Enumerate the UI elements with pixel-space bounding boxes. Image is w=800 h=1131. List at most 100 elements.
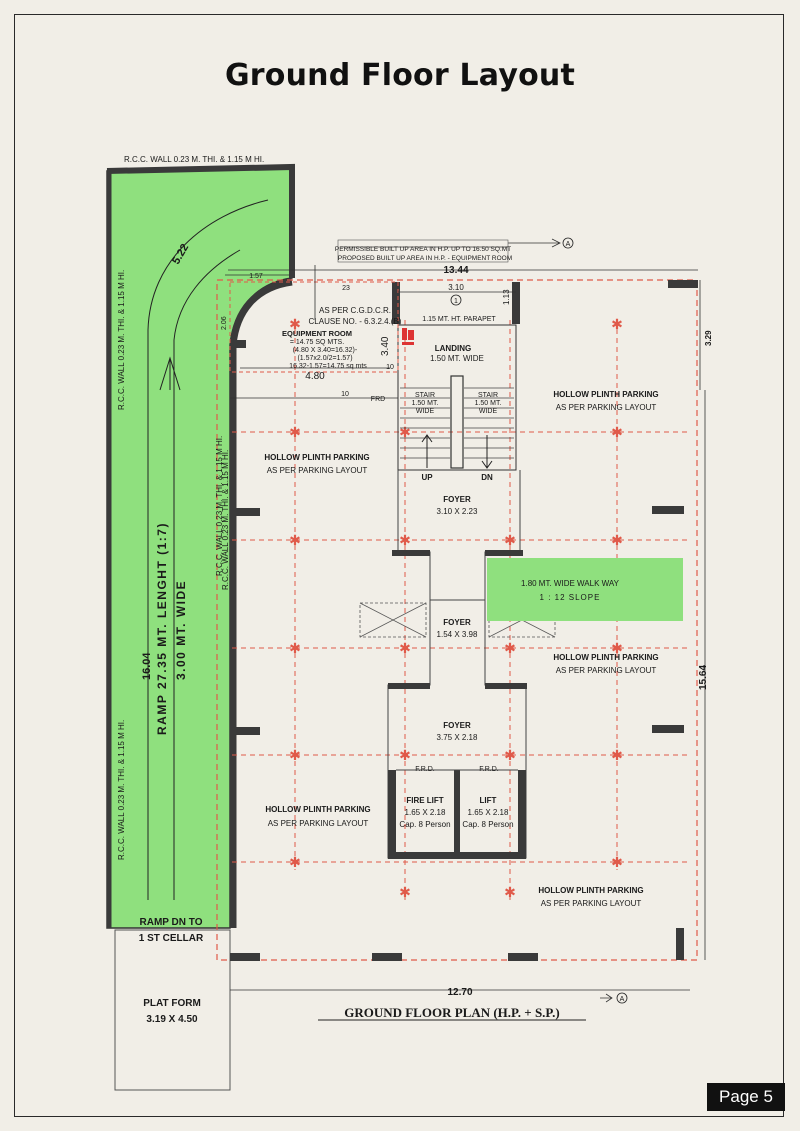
parking-e-sub: AS PER PARKING LAYOUT — [541, 899, 642, 908]
ramp-down-label-1: RAMP DN TO — [140, 917, 203, 928]
frd-2: F.R.D. — [479, 766, 499, 773]
svg-text:✱: ✱ — [289, 316, 301, 332]
stair-dn-label: DN — [481, 473, 493, 482]
ramp-width-label: 3.00 MT. WIDE — [174, 580, 188, 680]
dim-3-29: 3.29 — [704, 330, 713, 346]
equipment-room-area: = 14.75 SQ MTS. — [290, 339, 344, 346]
frd-top-label: FRD — [371, 396, 385, 403]
ramp-slope-line — [173, 249, 241, 900]
cgdcr-note-1: AS PER C.G.D.C.R. — [319, 306, 391, 315]
dim-10-a: 10 — [386, 364, 394, 371]
svg-text:✱: ✱ — [504, 884, 516, 900]
svg-text:✱: ✱ — [399, 884, 411, 900]
dim-23: 23 — [342, 285, 350, 292]
parking-c-title: HOLLOW PLINTH PARKING — [553, 653, 658, 662]
dim-3-40: 3.40 — [380, 336, 391, 356]
landing-label-1: LANDING — [435, 344, 471, 353]
parking-b-sub: AS PER PARKING LAYOUT — [267, 466, 368, 475]
svg-text:✱: ✱ — [611, 854, 623, 870]
lift-capacity: Cap. 8 Person — [462, 820, 513, 829]
section-a-top: A — [566, 241, 571, 248]
column-markers: ✱✱ ✱✱✱ ✱✱✱✱ ✱✱✱✱ ✱✱✱✱ ✱✱ ✱✱ — [289, 316, 623, 900]
platform — [114, 929, 231, 1091]
ramp-dimension: 16.04 — [141, 652, 153, 680]
ramp-down-label-2: 1 ST CELLAR — [139, 933, 204, 944]
svg-text:✱: ✱ — [289, 854, 301, 870]
landing-label-2: 1.50 MT. WIDE — [430, 354, 484, 363]
walkway-area — [487, 558, 683, 621]
columns — [230, 280, 698, 961]
stair-up-arrow — [421, 434, 433, 468]
section-num: 1 — [454, 298, 458, 305]
svg-text:✱: ✱ — [289, 532, 301, 548]
svg-text:✱: ✱ — [504, 747, 516, 763]
parking-d-title: HOLLOW PLINTH PARKING — [265, 805, 370, 814]
foyer-3-size: 3.75 X 2.18 — [437, 733, 478, 742]
parking-a-title: HOLLOW PLINTH PARKING — [553, 390, 658, 399]
page-frame — [14, 14, 784, 1117]
platform-label-2: 3.19 X 4.50 — [146, 1014, 198, 1025]
foyer-3-label: FOYER — [443, 721, 471, 730]
parking-c-sub: AS PER PARKING LAYOUT — [556, 666, 657, 675]
fire-lift-size: 1.65 X 2.18 — [405, 808, 446, 817]
permissible-note-box — [337, 239, 509, 263]
stair-left-1: STAIR — [415, 392, 435, 399]
fire-lift-label: FIRE LIFT — [406, 796, 443, 805]
svg-text:✱: ✱ — [289, 424, 301, 440]
dim-15-64: 15.64 — [698, 665, 709, 690]
svg-text:✱: ✱ — [611, 424, 623, 440]
svg-text:✱: ✱ — [611, 640, 623, 656]
equipment-room-calc-1: (4.80 X 3.40=16.32)- — [293, 347, 358, 354]
equipment-room-outline — [229, 281, 399, 373]
ramp-slope-arc — [147, 199, 269, 900]
wall-label-left-1: R.C.C. WALL 0.23 M. THI. & 1.15 M HI. — [117, 270, 126, 410]
equipment-room-calc-3: 16.32-1.57=14.75 sq mts — [289, 363, 367, 370]
walkway-label: 1.80 MT. WIDE WALK WAY — [521, 579, 620, 588]
section-marker-bottom — [616, 992, 628, 1004]
dim-1-13: 1.13 — [502, 289, 511, 305]
cgdcr-note-2: CLAUSE NO. - 6.3.2.4.(B) — [309, 317, 402, 326]
stair-right-2: 1.50 MT. — [475, 400, 502, 407]
svg-text:✱: ✱ — [504, 532, 516, 548]
section-marker-top — [562, 237, 574, 249]
plan-caption: GROUND FLOOR PLAN (H.P. + S.P.) — [344, 1005, 560, 1020]
parking-a-sub: AS PER PARKING LAYOUT — [556, 403, 657, 412]
dim-10-b: 10 — [341, 391, 349, 398]
section-marker-core — [450, 294, 462, 306]
parapet-label: 1.15 MT. HT. PARAPET — [422, 316, 496, 323]
stair-core — [397, 324, 517, 471]
dim-2-06: 2.06 — [221, 316, 228, 330]
stair-divider — [450, 375, 464, 469]
page-number-badge: Page 5 — [707, 1083, 785, 1111]
equipment-room-title: EQUIPMENT ROOM — [282, 329, 352, 338]
platform-label-1: PLAT FORM — [143, 998, 201, 1009]
permissible-note-1: PERMISSIBLE BUILT UP AREA IN H.P. UP TO … — [335, 246, 511, 253]
ramp-inner-wall — [229, 278, 293, 928]
dim-13-44: 13.44 — [443, 265, 468, 276]
dim-1-57: 1.57 — [249, 273, 263, 280]
ramp-outer-wall — [106, 163, 295, 278]
wall-label-right-1: R.C.C. WALL 0.23 M. THI. & 1.15 M HI. — [215, 436, 224, 576]
stair-right-1: STAIR — [478, 392, 498, 399]
svg-text:✱: ✱ — [611, 316, 623, 332]
stair-dn-arrow — [481, 435, 493, 469]
dimension-lines — [225, 238, 706, 1003]
stair-up-label: UP — [421, 473, 433, 482]
permissible-note-2: PROPOSED BUILT UP AREA IN H.P. - EQUIPME… — [338, 255, 512, 262]
ramp-area — [106, 166, 293, 929]
foyer-2-label: FOYER — [443, 618, 471, 627]
svg-text:✱: ✱ — [289, 747, 301, 763]
foyer-1-label: FOYER — [443, 495, 471, 504]
equipment-icons — [402, 328, 414, 345]
building-outline — [216, 279, 698, 961]
lift-size: 1.65 X 2.18 — [468, 808, 509, 817]
stair-right-3: WIDE — [479, 408, 498, 415]
wall-label-right-2: R.C.C. WALL 0.23 M. THI. & 1.15 M HI. — [221, 450, 230, 590]
walkway-slope: 1 : 12 SLOPE — [540, 593, 601, 602]
parking-e-title: HOLLOW PLINTH PARKING — [538, 886, 643, 895]
stair-left-3: WIDE — [416, 408, 435, 415]
wall-label-left-2: R.C.C. WALL 0.23 M. THI. & 1.15 M HI. — [117, 720, 126, 860]
svg-text:✱: ✱ — [399, 424, 411, 440]
equipment-room-calc-2: (1.57x2.0/2=1.57) — [297, 355, 352, 362]
